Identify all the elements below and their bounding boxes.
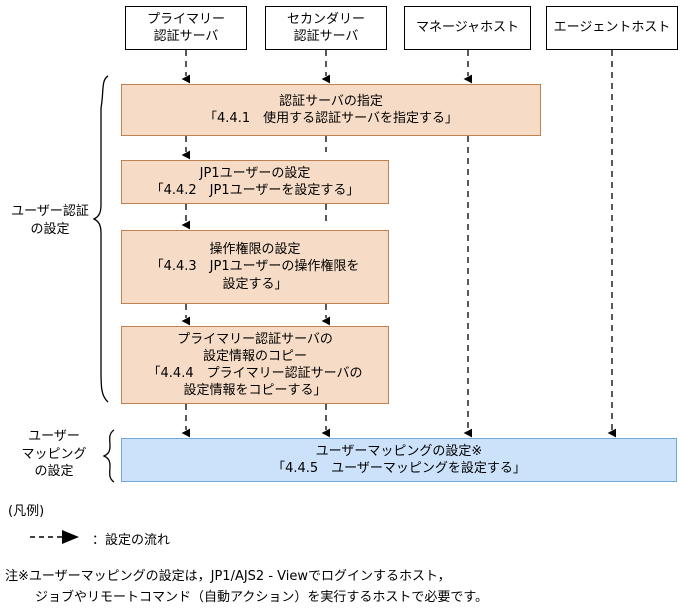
step-line: 「4.4.5 ユーザーマッピングを設定する」 — [272, 461, 526, 476]
step-line: 「4.4.2 JP1ユーザーを設定する」 — [150, 183, 360, 198]
step-line: 認証サーバの指定 — [279, 93, 383, 109]
lane-header-line: エージェントホスト — [553, 20, 671, 36]
step-line: 操作権限の設定 — [209, 242, 301, 258]
lane-header-secondary-auth-server: セカンダリー 認証サーバ — [265, 6, 387, 50]
step-box-4-4-3: 操作権限の設定 「4.4.3 JP1ユーザーの操作権限を 設定する」 — [121, 230, 389, 304]
step-line: プライマリー認証サーバの — [177, 331, 333, 347]
step-line: 設定情報をコピーする」 — [183, 383, 327, 399]
group-label-line: ユーザー — [28, 429, 80, 444]
lane-header-agent-host: エージェントホスト — [546, 6, 678, 50]
lane-header-manager-host: マネージャホスト — [404, 6, 531, 50]
group-label-line: の設定 — [34, 464, 74, 480]
step-line: 「4.4.4 プライマリー認証サーバの — [147, 366, 363, 381]
lane-header-line: プライマリー — [146, 11, 225, 27]
group-label-line: の設定 — [30, 221, 70, 237]
step-box-4-4-5: ユーザーマッピングの設定※ 「4.4.5 ユーザーマッピングを設定する」 — [121, 438, 677, 482]
legend-arrow-icon — [30, 530, 79, 544]
step-line: 設定情報のコピー — [202, 348, 307, 364]
brace-user-authentication — [92, 75, 109, 403]
note-line-1: 注※ユーザーマッピングの設定は，JP1/AJS2 - Viewでログインするホス… — [5, 569, 451, 584]
group-label-user-authentication: ユーザー認証 の設定 — [8, 203, 92, 238]
lane-header-line: 認証サーバ — [153, 29, 219, 44]
lane-header-primary-auth-server: プライマリー 認証サーバ — [125, 6, 247, 50]
brace-user-mapping — [102, 429, 115, 483]
group-label-user-mapping: ユーザー マッピング の設定 — [8, 428, 100, 481]
step-box-4-4-2: JP1ユーザーの設定 「4.4.2 JP1ユーザーを設定する」 — [121, 160, 389, 204]
step-line: 設定する」 — [222, 276, 288, 292]
legend-title: (凡例) — [8, 504, 45, 519]
step-line: 「4.4.3 JP1ユーザーの操作権限を — [150, 259, 360, 275]
group-label-line: ユーザー認証 — [11, 204, 89, 219]
lane-header-line: 認証サーバ — [293, 29, 359, 44]
lane-header-line: マネージャホスト — [415, 20, 520, 36]
note-line-2: ジョブやリモートコマンド（自動アクション）を実行するホストで必要です。 — [35, 590, 489, 605]
legend-entry-flow-arrow: ：設定の流れ — [92, 533, 171, 548]
step-line: JP1ユーザーの設定 — [199, 165, 311, 181]
step-box-4-4-1: 認証サーバの指定 「4.4.1 使用する認証サーバを指定する」 — [121, 84, 541, 136]
step-line: ユーザーマッピングの設定※ — [315, 443, 483, 459]
lane-header-line: セカンダリー — [286, 11, 365, 27]
group-label-line: マッピング — [21, 446, 87, 462]
step-box-4-4-4: プライマリー認証サーバの 設定情報のコピー 「4.4.4 プライマリー認証サーバ… — [121, 326, 389, 404]
step-line: 「4.4.1 使用する認証サーバを指定する」 — [204, 111, 458, 126]
